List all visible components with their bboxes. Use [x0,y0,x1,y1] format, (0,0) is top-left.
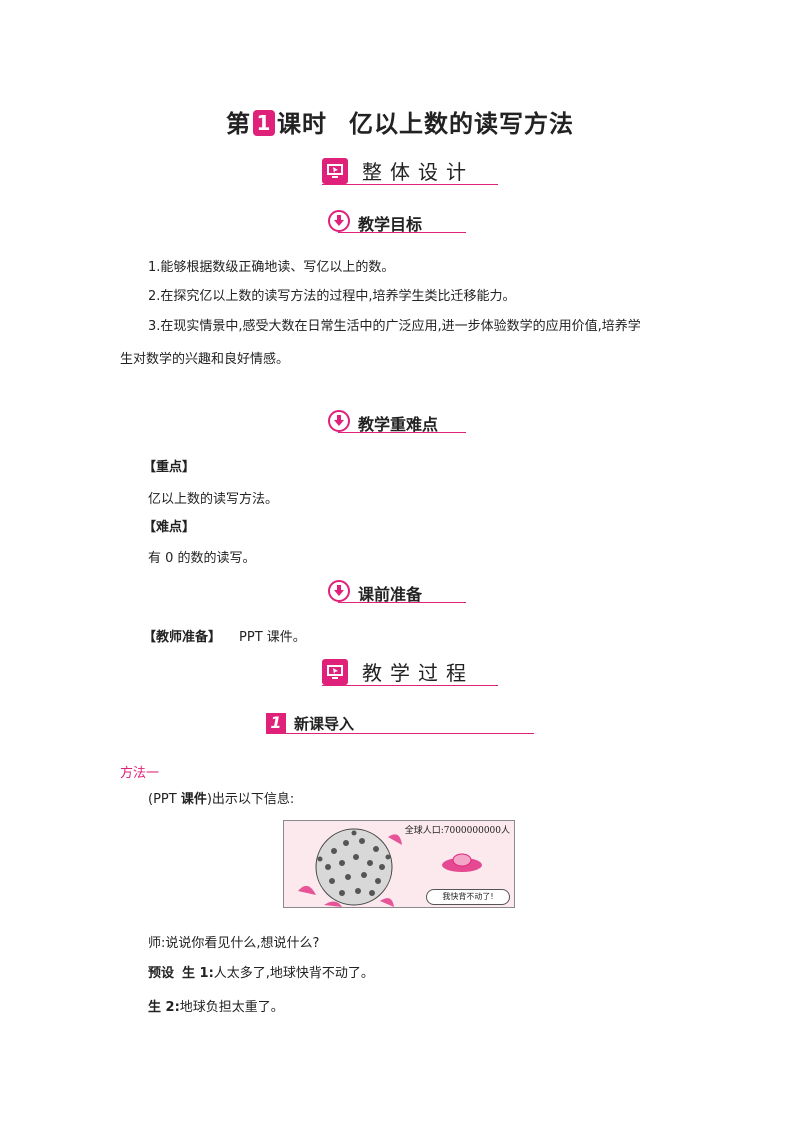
speech-bubble: 我快背不动了! [426,889,510,905]
key-label: 【重点】 [143,460,196,475]
key-text: 亿以上数的读写方法。 [148,492,279,507]
difficult-text: 有 0 的数的读写。 [148,551,256,566]
section-title: 整体设计 [362,160,474,184]
intro-line: (PPT 课件)出示以下信息: [148,790,294,810]
step-title: 新课导入 [294,715,355,733]
prep-line: 【教师准备】 PPT 课件。 [143,628,306,648]
monitor-icon [322,659,348,685]
title-suffix: 课时 [277,110,327,138]
goal-item-continuation: 生对数学的兴趣和良好情感。 [120,352,290,367]
prep-text: PPT 课件。 [239,630,306,645]
intro-prefix: (PPT [148,792,181,807]
student-label: 生 2: [148,1000,180,1015]
teacher-question: 师:说说你看见什么,想说什么? [148,936,320,951]
goal-item: 2.在探究亿以上数的读写方法的过程中,培养学生类比迁移能力。 [148,289,516,304]
earth-crowd-drawing [298,828,482,907]
intro-bold: 课件 [180,792,207,807]
student-answer-1: 预设生 1:人太多了,地球快背不动了。 [148,964,374,984]
section-title: 教学过程 [362,661,474,685]
title-topic: 亿以上数的读写方法 [349,110,574,138]
section-underline [338,602,466,603]
section-title: 课前准备 [358,585,423,604]
earth-population-illustration: 全球人口:7000000000人 我快背不动了! [283,820,515,908]
intro-suffix: )出示以下信息: [206,792,295,807]
prep-label: 【教师准备】 [143,630,222,645]
step-number-badge: 1 [266,713,286,733]
student-answer-2: 生 2:地球负担太重了。 [148,998,284,1018]
section-underline [338,432,466,433]
section-underline [322,685,498,686]
step-underline [266,733,534,734]
section-title: 教学重难点 [358,415,439,434]
down-arrow-icon [328,580,350,602]
student-text: 地球负担太重了。 [179,1000,284,1015]
population-caption: 全球人口:7000000000人 [404,826,510,836]
lesson-number-badge: 1 [253,110,275,136]
section-title: 教学目标 [358,215,423,234]
down-arrow-icon [328,410,350,432]
down-arrow-icon [328,210,350,232]
student-label: 生 1: [182,966,214,981]
student-text: 人太多了,地球快背不动了。 [213,966,374,981]
method-label: 方法一 [120,766,160,781]
difficult-label: 【难点】 [143,520,196,535]
section-underline [322,184,498,185]
section-underline [338,232,466,233]
goal-item: 1.能够根据数级正确地读、写亿以上的数。 [148,260,395,275]
preset-label: 预设 [148,966,175,981]
monitor-icon [322,158,348,184]
title-prefix: 第 [226,110,251,138]
goal-item: 3.在现实情景中,感受大数在日常生活中的广泛应用,进一步体验数学的应用价值,培养… [148,319,641,334]
